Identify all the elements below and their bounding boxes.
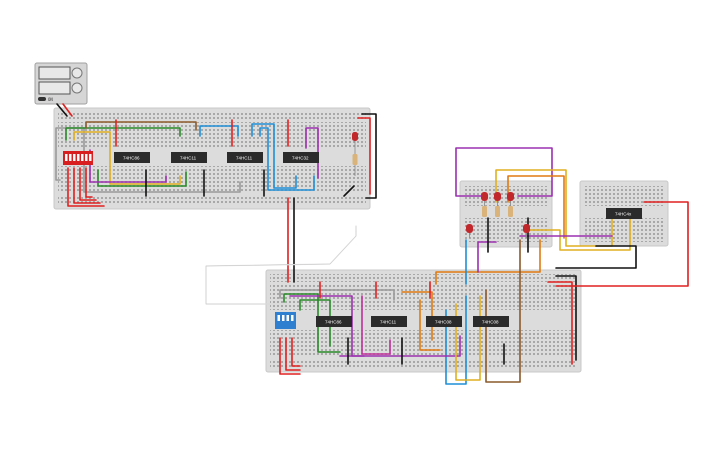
chip-a3-label: 74HC11 (236, 156, 253, 161)
chip-a2[interactable]: 74HC11 (171, 152, 207, 163)
chip-b3[interactable]: 74HC08 (426, 316, 462, 327)
resistor-c2[interactable] (495, 206, 500, 217)
resistor-a[interactable] (352, 154, 358, 165)
dip-switch-4[interactable] (275, 312, 296, 329)
wire-yellow[interactable] (523, 209, 631, 251)
wire-blue[interactable] (199, 125, 239, 137)
wire-red[interactable] (547, 281, 573, 365)
dip-switch-8[interactable] (63, 151, 93, 165)
psu-knob-bottom[interactable] (71, 82, 83, 94)
chip-d1-label: 74HC4x (615, 212, 632, 217)
wire-black[interactable] (555, 245, 637, 269)
wire-magenta[interactable] (361, 295, 391, 355)
wire-green[interactable] (97, 169, 187, 187)
wire-red[interactable] (62, 103, 73, 117)
chip-a1[interactable]: 74HC86 (114, 152, 150, 163)
power-supply[interactable]: ON (34, 62, 88, 105)
wire-black[interactable] (343, 185, 355, 197)
wire-orange[interactable] (435, 239, 541, 285)
wire-gray[interactable] (279, 289, 395, 301)
wire-black[interactable] (555, 275, 577, 361)
wire-red[interactable] (67, 167, 105, 207)
wire-red[interactable] (73, 167, 101, 204)
wire-yellow[interactable] (495, 169, 613, 247)
wire-blue[interactable] (445, 295, 467, 385)
wires[interactable] (55, 103, 689, 385)
chip-b2-label: 74HC11 (380, 320, 397, 325)
wire-white-outline (205, 225, 357, 305)
psu-power-switch[interactable] (38, 97, 46, 101)
wire-purple[interactable] (477, 241, 497, 273)
wire-orange[interactable] (507, 175, 565, 239)
wire-purple[interactable] (89, 149, 167, 183)
wire-red[interactable] (555, 201, 689, 287)
chip-a2-label: 74HC11 (180, 156, 197, 161)
breadboard-a[interactable] (53, 107, 371, 210)
led-c5[interactable] (523, 224, 530, 238)
wire-red[interactable] (357, 117, 371, 195)
led-c2[interactable] (494, 192, 501, 217)
wire-brown[interactable] (85, 121, 197, 131)
wire-green[interactable] (65, 127, 181, 141)
wire-green[interactable] (283, 293, 341, 353)
led-row[interactable] (466, 192, 530, 238)
chip-a4[interactable]: 74HC32 (283, 152, 319, 163)
wire-black[interactable] (361, 113, 377, 199)
led-c3[interactable] (507, 192, 514, 217)
psu-display-bottom (38, 81, 71, 95)
psu-display-top (38, 66, 71, 80)
chip-b1[interactable]: 74HC86 (316, 316, 352, 327)
wire-black[interactable] (56, 103, 68, 117)
wire-red[interactable] (79, 167, 97, 201)
led-a[interactable] (352, 132, 358, 176)
psu-knob-top[interactable] (71, 67, 83, 79)
psu-power-label: ON (48, 97, 53, 102)
chip-a4-label: 74HC32 (292, 156, 309, 161)
led-c4[interactable] (466, 224, 473, 238)
led-c1[interactable] (481, 192, 488, 217)
wire-blue[interactable] (259, 127, 315, 191)
wire-orange[interactable] (419, 299, 441, 351)
chip-a1-label: 74HC86 (123, 156, 140, 161)
resistor-c3[interactable] (508, 206, 513, 217)
chip-b1-label: 74HC86 (325, 320, 342, 325)
wire-yellow[interactable] (73, 131, 181, 185)
breadboard-c[interactable] (459, 180, 553, 248)
chip-b4-label: 74HC08 (482, 320, 499, 325)
chip-d1[interactable]: 74HC4x (606, 208, 642, 219)
wire-red[interactable] (85, 167, 93, 198)
chip-b2[interactable]: 74HC11 (371, 316, 407, 327)
wire-yellow[interactable] (455, 295, 481, 381)
wire-red[interactable] (291, 337, 301, 367)
wire-red[interactable] (279, 337, 301, 375)
breadboard-b[interactable] (265, 269, 582, 373)
wire-purple-loop[interactable] (455, 147, 553, 197)
chip-a3[interactable]: 74HC11 (227, 152, 263, 163)
wire-brown[interactable] (485, 239, 521, 383)
wire-blue[interactable] (251, 123, 297, 189)
resistor-c1[interactable] (482, 206, 487, 217)
chip-b3-label: 74HC08 (435, 320, 452, 325)
wire-purple[interactable] (339, 335, 461, 357)
chip-b4[interactable]: 74HC08 (473, 316, 509, 327)
wire-red[interactable] (285, 337, 301, 371)
